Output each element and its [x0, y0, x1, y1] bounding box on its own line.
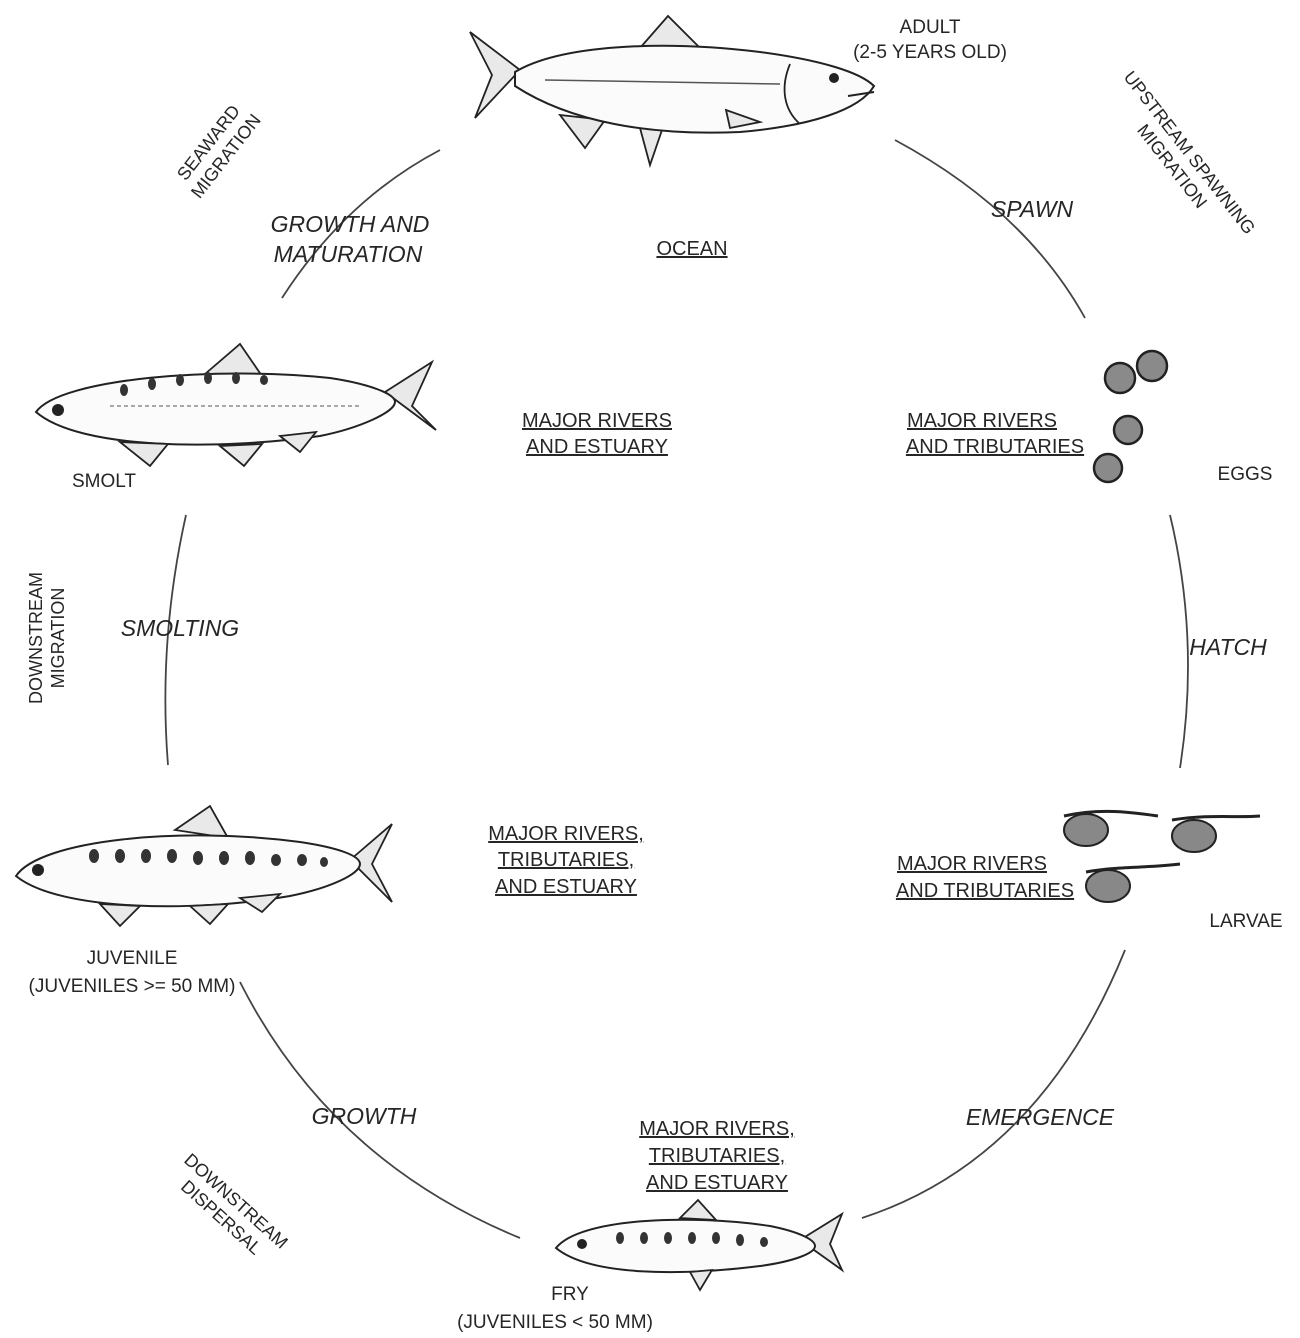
- juvenile-habitat-label-line3: AND ESTUARY: [495, 876, 637, 898]
- fry-habitat-label-line2: TRIBUTARIES,: [649, 1145, 785, 1167]
- downstream-migration-label: DOWNSTREAM MIGRATION: [26, 572, 68, 704]
- fry-habitat-label-line3: AND ESTUARY: [646, 1172, 788, 1194]
- larvae-label: LARVAE: [1209, 911, 1282, 932]
- fry-habitat-label-line1: MAJOR RIVERS,: [639, 1118, 795, 1140]
- cycle-arcs: [165, 140, 1188, 1238]
- fry-illustration: [556, 1200, 842, 1290]
- arc-spawn: [895, 140, 1085, 318]
- downstream-migration-line1: DOWNSTREAM: [26, 572, 46, 704]
- growth-maturation-label-line1: GROWTH AND: [271, 211, 430, 237]
- arc-hatch: [1170, 515, 1188, 768]
- eggs-habitat-label-line1: MAJOR RIVERS: [907, 410, 1057, 432]
- upstream-spawning-migration-label: UPSTREAM SPAWNING MIGRATION: [1102, 67, 1259, 251]
- rivers-estuary-label-line1: MAJOR RIVERS: [522, 410, 672, 432]
- juvenile-habitat-label-line2: TRIBUTARIES,: [498, 849, 634, 871]
- upstream-migration-line1: UPSTREAM SPAWNING: [1120, 67, 1260, 238]
- juvenile-illustration: [16, 806, 392, 926]
- growth-label: GROWTH: [312, 1103, 417, 1129]
- smolting-label: SMOLTING: [121, 615, 239, 641]
- spawn-label: SPAWN: [991, 196, 1074, 222]
- ocean-habitat-label: OCEAN: [656, 238, 727, 260]
- eggs-illustration: [1094, 351, 1167, 482]
- adult-label: ADULT: [900, 17, 961, 38]
- larvae-illustration: [1064, 811, 1260, 902]
- smolt-illustration: [36, 344, 436, 466]
- larvae-habitat-label-line1: MAJOR RIVERS: [897, 853, 1047, 875]
- larvae-habitat-label-line2: AND TRIBUTARIES: [896, 880, 1074, 902]
- arc-emergence: [862, 950, 1125, 1218]
- smolt-label: SMOLT: [72, 471, 136, 492]
- adult-salmon-illustration: [470, 16, 874, 165]
- growth-maturation-label-line2: MATURATION: [274, 241, 423, 267]
- adult-age-label: (2-5 YEARS OLD): [853, 42, 1007, 63]
- downstream-dispersal-label: DOWNSTREAM DISPERSAL: [166, 1149, 292, 1269]
- fry-size-label: (JUVENILES < 50 MM): [457, 1312, 653, 1333]
- rivers-estuary-label-line2: AND ESTUARY: [526, 436, 668, 458]
- juvenile-size-label: (JUVENILES >= 50 MM): [29, 976, 236, 997]
- juvenile-label: JUVENILE: [87, 948, 178, 969]
- hatch-label: HATCH: [1189, 634, 1267, 660]
- emergence-label: EMERGENCE: [966, 1104, 1115, 1130]
- eggs-label: EGGS: [1218, 464, 1273, 485]
- eggs-habitat-label-line2: AND TRIBUTARIES: [906, 436, 1084, 458]
- seaward-migration-label: SEAWARD MIGRATION: [170, 97, 265, 202]
- downstream-migration-line2: MIGRATION: [48, 588, 68, 689]
- juvenile-habitat-label-line1: MAJOR RIVERS,: [488, 823, 644, 845]
- fry-label: FRY: [551, 1284, 589, 1305]
